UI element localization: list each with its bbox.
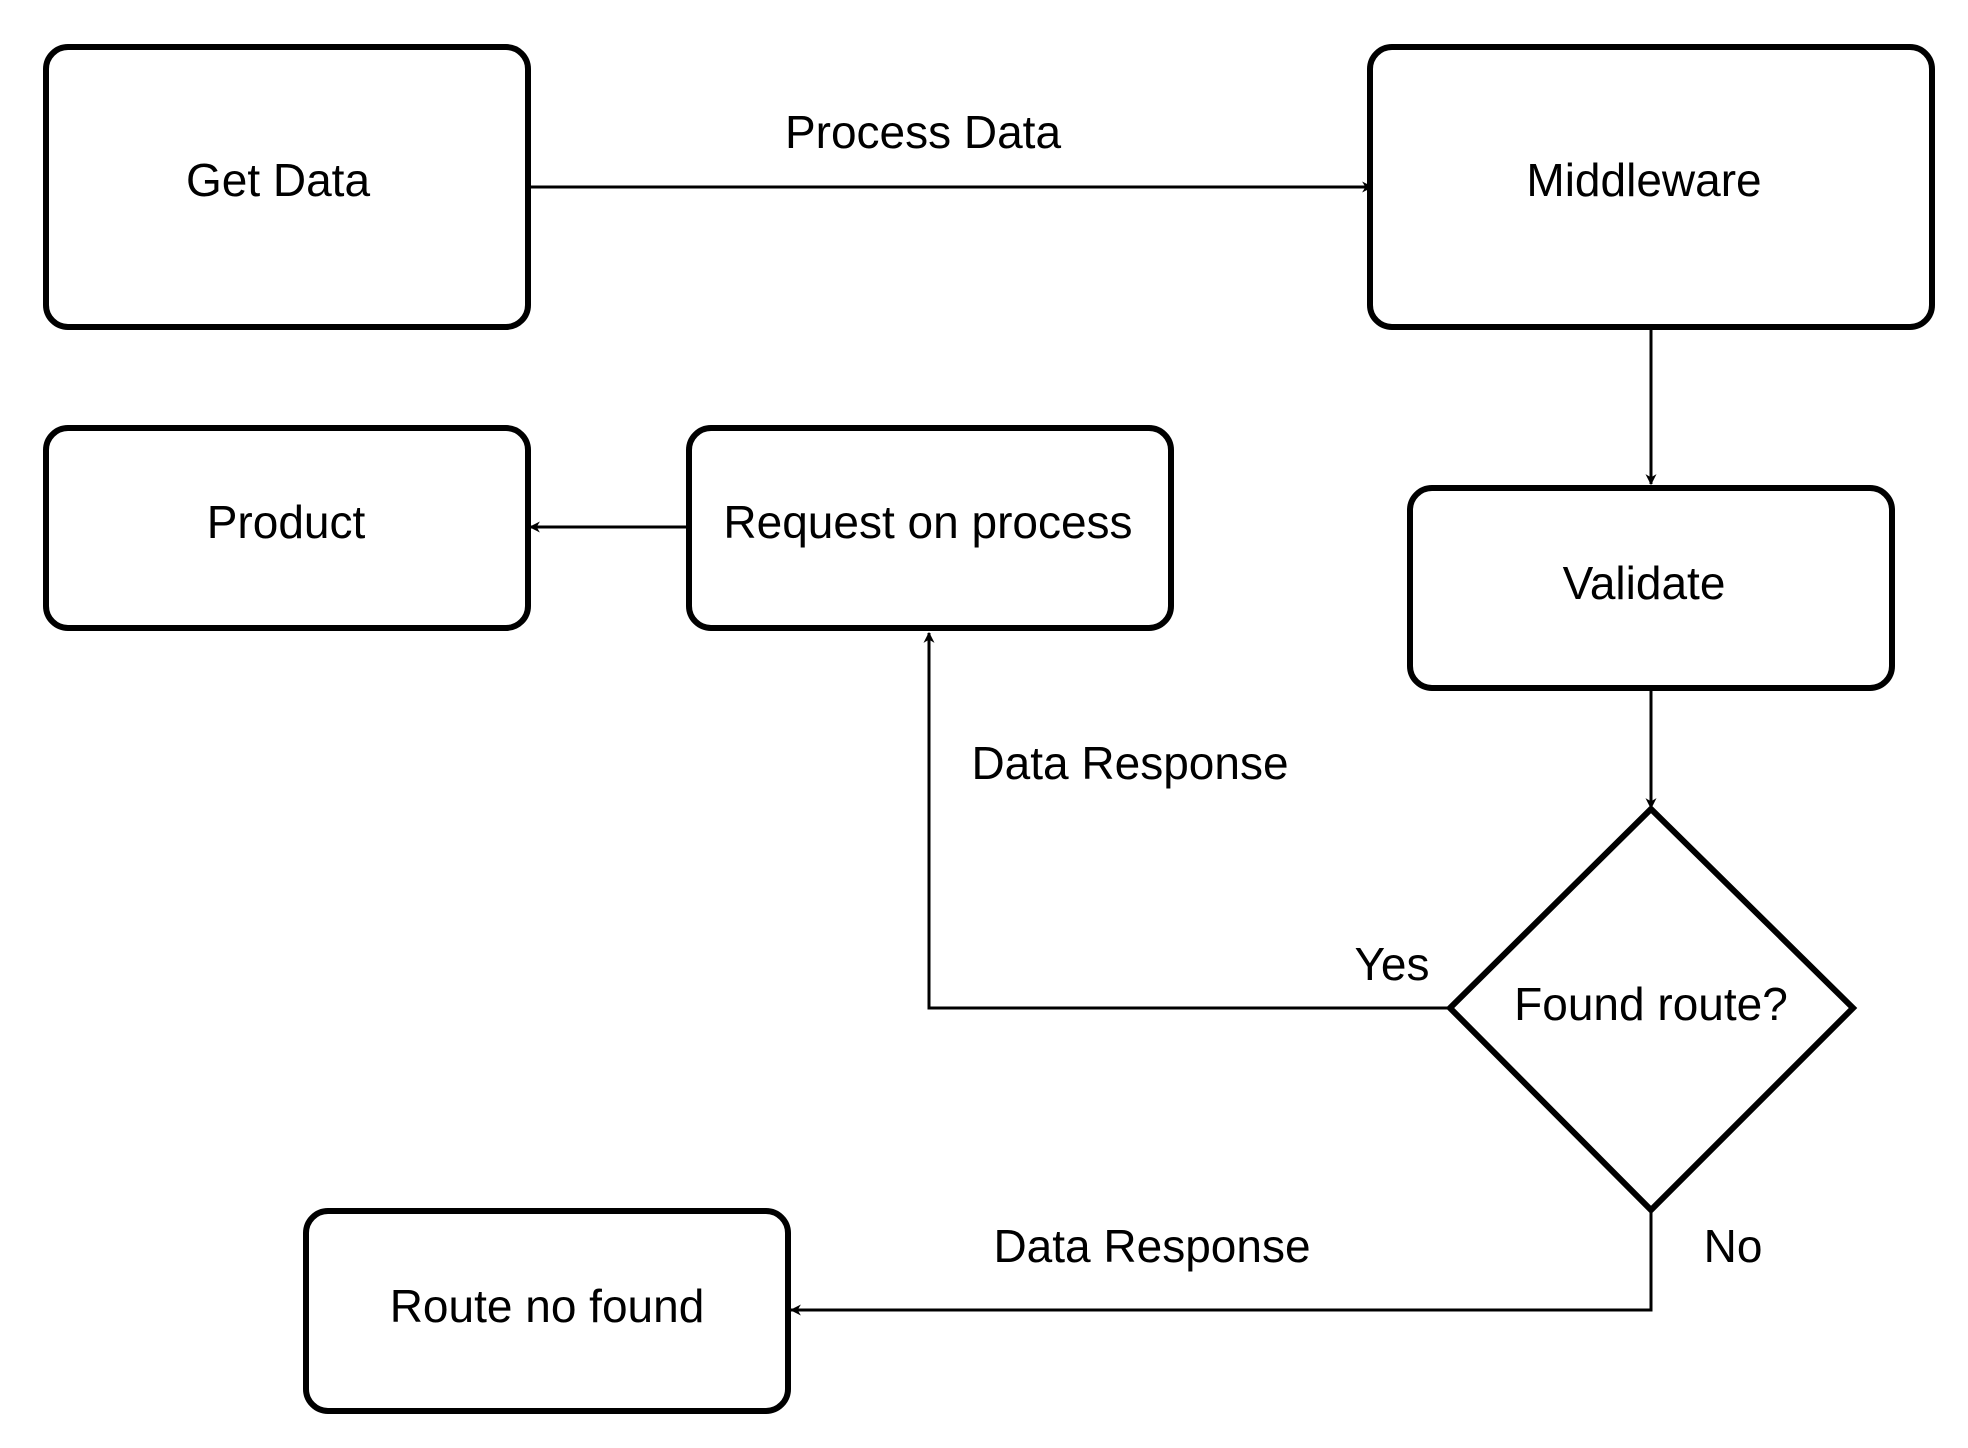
edge-label-data-response-no: Data Response: [993, 1220, 1310, 1272]
node-get-data: Get Data: [43, 44, 531, 330]
edge-found-route-yes-to-request: [923, 631, 1450, 1010]
node-found-route: Found route?: [1445, 804, 1858, 1215]
node-request-on-process: Request on process: [686, 425, 1174, 631]
node-middleware: Middleware: [1367, 44, 1935, 330]
edges: [528, 181, 1657, 1316]
node-found-route-label: Found route?: [1514, 978, 1788, 1030]
edge-found-route-no-to-route-no-found: [789, 1210, 1653, 1316]
node-product: Product: [43, 425, 531, 631]
node-route-no-found: Route no found: [303, 1208, 791, 1414]
node-route-no-found-label: Route no found: [390, 1280, 705, 1332]
edge-label-data-response-yes: Data Response: [971, 737, 1288, 789]
edge-label-no: No: [1704, 1220, 1763, 1272]
node-validate: Validate: [1407, 485, 1895, 691]
edge-labels: Process Data Data Response Yes Data Resp…: [785, 106, 1762, 1272]
node-request-on-process-label: Request on process: [723, 496, 1132, 548]
edge-label-process-data: Process Data: [785, 106, 1062, 158]
nodes: Get Data Middleware Validate Found route…: [43, 44, 1935, 1414]
edge-label-yes: Yes: [1354, 938, 1429, 990]
node-get-data-label: Get Data: [186, 154, 371, 206]
node-middleware-label: Middleware: [1526, 154, 1761, 206]
node-product-label: Product: [207, 496, 366, 548]
node-validate-label: Validate: [1563, 557, 1726, 609]
